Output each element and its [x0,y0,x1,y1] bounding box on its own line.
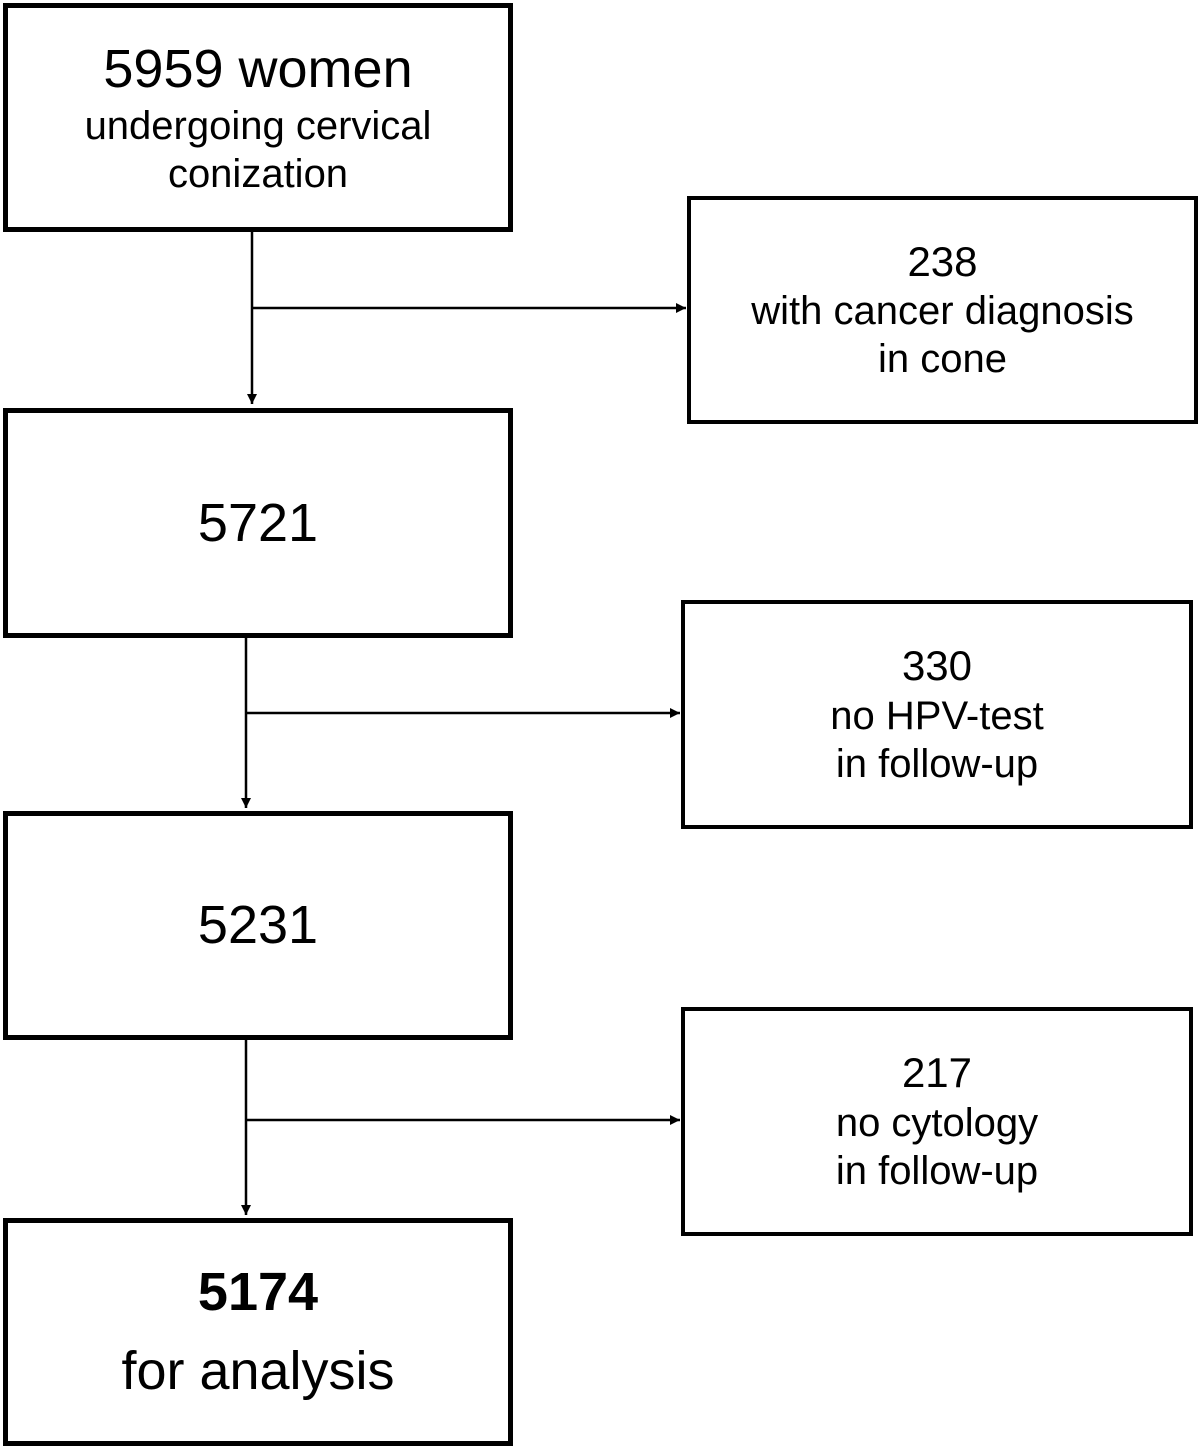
excl-cytology-count: 217 [901,1049,973,1097]
excl-cytology-line1: no cytology [835,1100,1039,1145]
start-count: 5959 women [103,39,413,100]
box-start: 5959 women undergoing cervical conizatio… [3,3,513,232]
start-line2: conization [167,151,349,196]
box-excl-cytology: 217 no cytology in follow-up [681,1007,1193,1236]
excl-cancer-count: 238 [907,237,978,285]
excl-hpv-line2: in follow-up [835,741,1039,786]
excl-cancer-line2: in cone [878,337,1007,382]
excl-hpv-line1: no HPV-test [830,693,1044,738]
box-final: 5174 for analysis [3,1218,513,1446]
box-5721: 5721 [3,408,513,638]
excl-cancer-line1: with cancer diagnosis [751,289,1134,334]
excl-hpv-count: 330 [901,642,973,690]
final-line1: for analysis [121,1341,395,1401]
after-cancer-count: 5721 [197,492,319,553]
box-excl-hpv: 330 no HPV-test in follow-up [681,600,1193,829]
excl-cytology-line2: in follow-up [835,1148,1039,1193]
box-excl-cancer: 238 with cancer diagnosis in cone [687,196,1198,424]
after-hpv-count: 5231 [197,895,319,956]
final-count: 5174 [197,1262,319,1323]
box-5231: 5231 [3,811,513,1040]
start-line1: undergoing cervical [84,103,432,148]
